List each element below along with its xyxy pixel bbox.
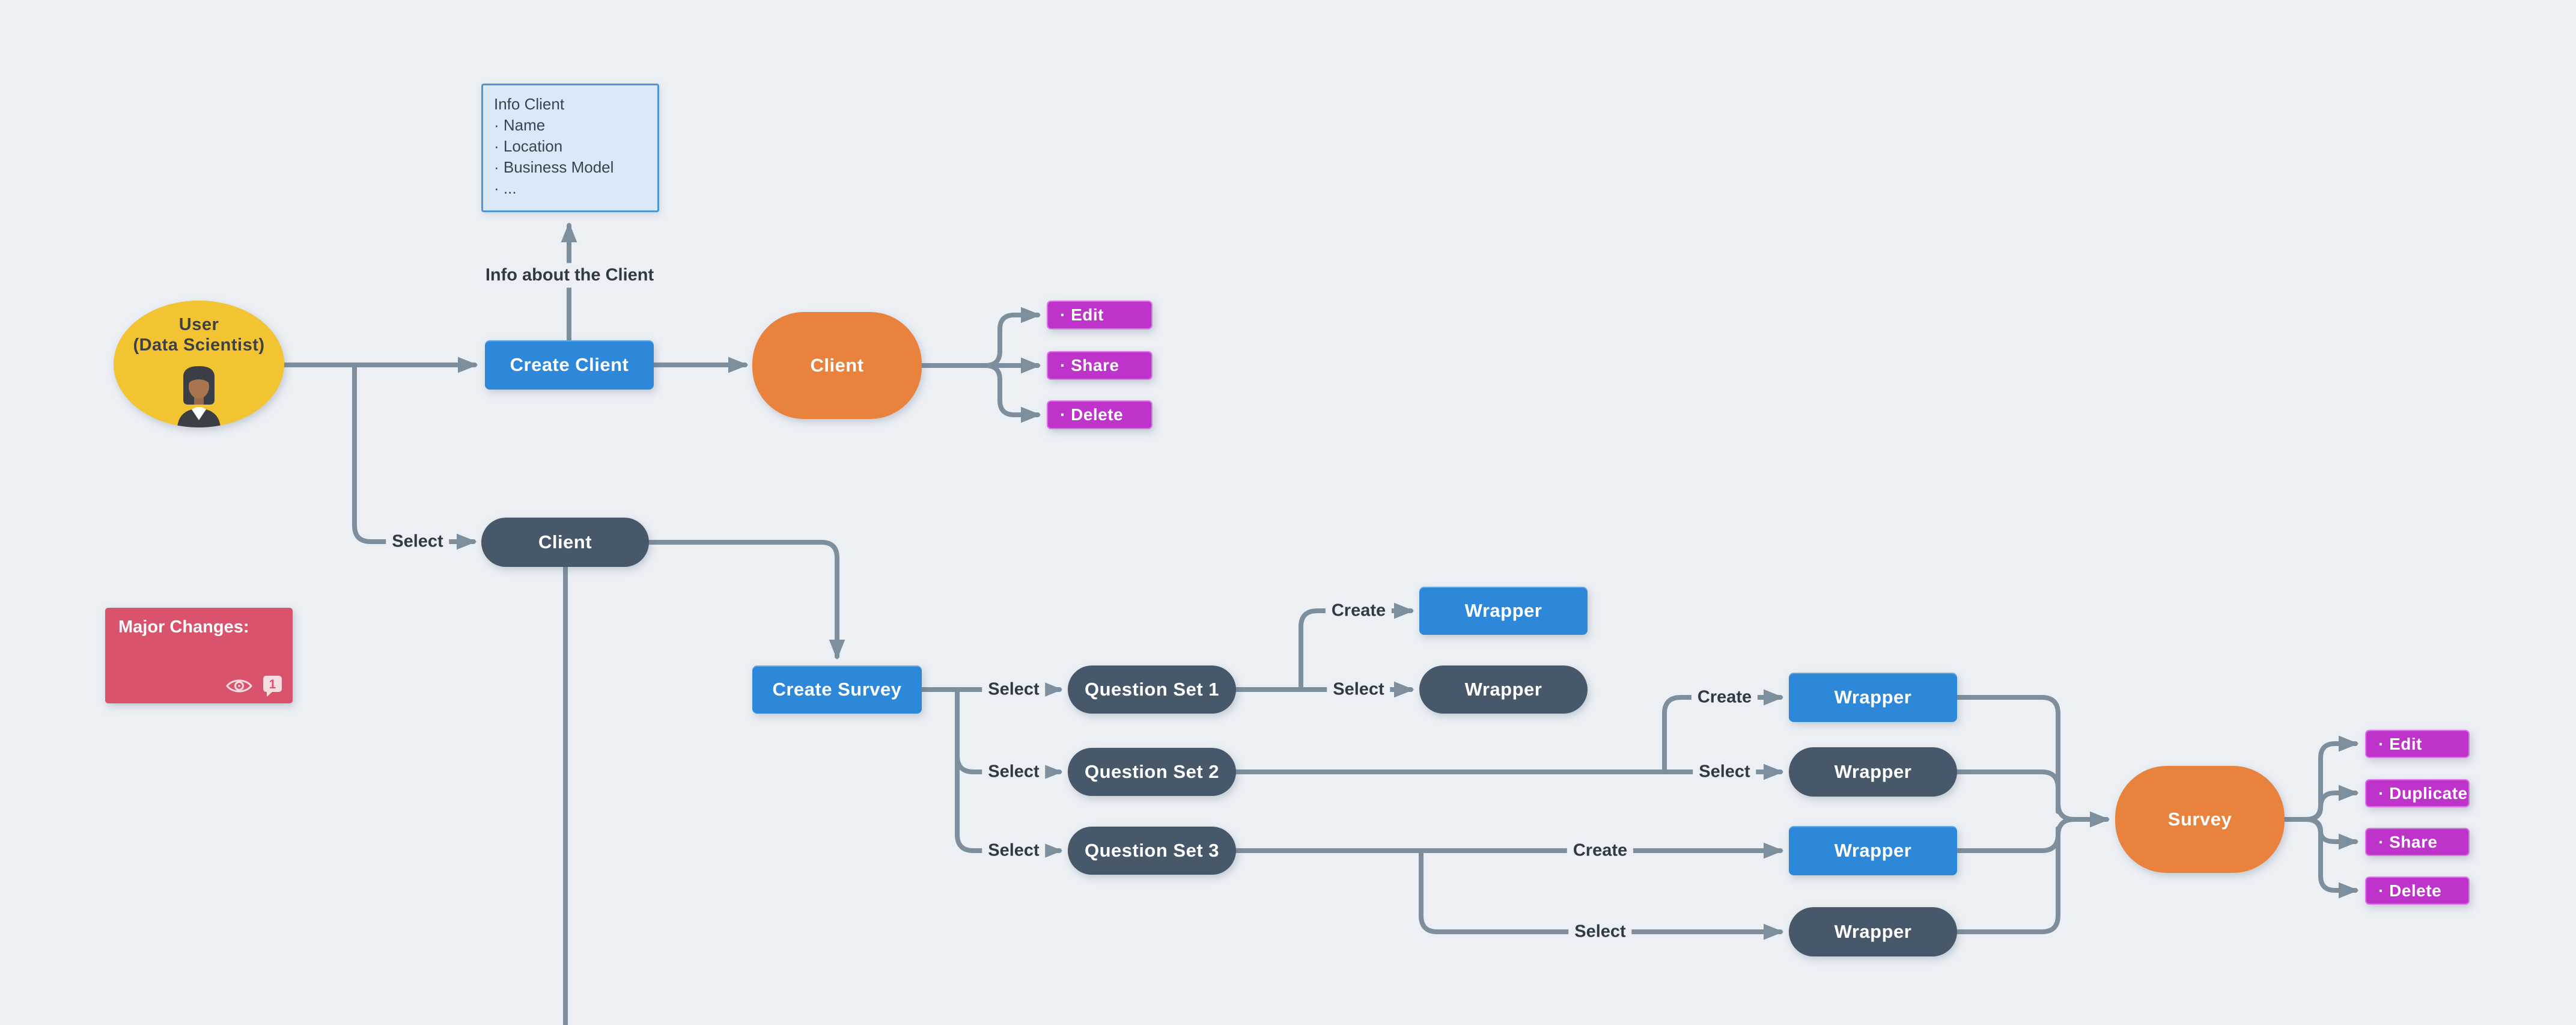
- wrapper-create-mid-node[interactable]: Wrapper: [1419, 587, 1588, 635]
- question-set-3-label: Question Set 3: [1084, 840, 1220, 861]
- connector-wrapper1-to-survey: [1955, 695, 2110, 828]
- survey-label: Survey: [2167, 809, 2232, 830]
- wrapper-select-row2-node[interactable]: Wrapper: [1789, 747, 1957, 797]
- client-pill-label: Client: [538, 531, 592, 552]
- client-edit-label: · Edit: [1060, 305, 1104, 324]
- wrapper-label: Wrapper: [1464, 600, 1542, 621]
- note-item: · ...: [494, 179, 517, 197]
- note-item: · Business Model: [494, 158, 614, 176]
- survey-duplicate-button[interactable]: · Duplicate: [2365, 779, 2470, 807]
- survey-share-label: · Share: [2378, 832, 2438, 851]
- create-survey-node[interactable]: Create Survey: [752, 665, 922, 714]
- client-share-button[interactable]: · Share: [1047, 351, 1153, 380]
- survey-delete-label: · Delete: [2378, 881, 2442, 900]
- connector-qs3-to-wrapper-select: [1419, 848, 1784, 940]
- edge-label-select-row2: Select: [1693, 759, 1756, 785]
- info-client-note[interactable]: Info Client · Name · Location · Business…: [481, 84, 659, 212]
- note-title: Info Client: [494, 95, 565, 113]
- connector-wrapper2-merge: [1955, 770, 2060, 814]
- connector-user-to-client-pill: [352, 363, 477, 550]
- note-item: · Name: [494, 116, 546, 134]
- question-set-1-node[interactable]: Question Set 1: [1068, 665, 1236, 714]
- question-set-1-label: Question Set 1: [1084, 679, 1220, 700]
- client-ellipse-node[interactable]: Client: [752, 312, 922, 419]
- connector-survey-to-delete: [2304, 817, 2359, 899]
- user-label-line1: User: [178, 315, 219, 334]
- survey-delete-button[interactable]: · Delete: [2365, 877, 2470, 905]
- question-set-2-node[interactable]: Question Set 2: [1068, 748, 1236, 796]
- edge-label-select-qs1: Select: [982, 677, 1046, 702]
- connector-create-survey-to-qs3: [955, 687, 1063, 859]
- user-node[interactable]: User (Data Scientist): [114, 301, 284, 427]
- connector-qs1-to-wrapper-create: [1299, 602, 1414, 692]
- edge-label-info-about-client: Info about the Client: [479, 263, 660, 288]
- wrapper-create-row3-node[interactable]: Wrapper: [1789, 826, 1957, 875]
- edge-label-select-mid: Select: [1327, 677, 1390, 702]
- client-delete-label: · Delete: [1060, 405, 1124, 424]
- connector-wrapper3-merge: [1955, 826, 2060, 853]
- client-share-label: · Share: [1060, 356, 1119, 375]
- survey-edit-button[interactable]: · Edit: [2365, 730, 2470, 758]
- comment-count-value: 1: [269, 678, 276, 691]
- create-survey-label: Create Survey: [772, 679, 902, 700]
- create-client-node[interactable]: Create Client: [485, 340, 654, 390]
- wrapper-select-mid-node[interactable]: Wrapper: [1419, 665, 1588, 714]
- wrapper-label: Wrapper: [1834, 687, 1912, 708]
- client-edit-button[interactable]: · Edit: [1047, 301, 1153, 329]
- wrapper-create-row1-node[interactable]: Wrapper: [1789, 673, 1957, 722]
- edge-label-create-row1: Create: [1691, 685, 1758, 710]
- survey-share-button[interactable]: · Share: [2365, 828, 2470, 856]
- edge-label-select-row4: Select: [1568, 919, 1632, 944]
- edge-label-create-row3: Create: [1567, 838, 1634, 863]
- survey-node[interactable]: Survey: [2115, 766, 2285, 873]
- wrapper-select-row4-node[interactable]: Wrapper: [1789, 907, 1957, 956]
- edge-label-select-qs3: Select: [982, 838, 1046, 863]
- survey-duplicate-label: · Duplicate: [2378, 783, 2468, 803]
- client-pill-node[interactable]: Client: [481, 518, 649, 567]
- note-item: · Location: [494, 137, 563, 155]
- client-ellipse-label: Client: [810, 355, 864, 376]
- client-delete-button[interactable]: · Delete: [1047, 400, 1153, 429]
- connector-client-to-delete: [983, 363, 1041, 423]
- connector-qs2-to-wrapper-create: [1662, 689, 1784, 774]
- eye-icon: [226, 679, 252, 693]
- connector-client-to-edit: [983, 307, 1041, 368]
- person-avatar-icon: [177, 366, 221, 427]
- edge-label-select-client: Select: [386, 529, 449, 554]
- edge-label-select-qs2: Select: [982, 759, 1046, 785]
- connector-survey-to-edit: [2304, 735, 2359, 822]
- survey-edit-label: · Edit: [2378, 734, 2422, 753]
- connector-client-pill-to-create-survey: [647, 540, 845, 660]
- wrapper-label: Wrapper: [1834, 921, 1912, 942]
- user-label-line2: (Data Scientist): [133, 335, 265, 355]
- wrapper-label: Wrapper: [1464, 679, 1542, 700]
- question-set-2-label: Question Set 2: [1084, 761, 1220, 782]
- wrapper-label: Wrapper: [1834, 840, 1912, 861]
- comment-count-icon: 1: [263, 676, 282, 697]
- major-changes-card[interactable]: Major Changes: 1: [105, 608, 293, 703]
- wrapper-label: Wrapper: [1834, 761, 1912, 782]
- major-changes-title: Major Changes:: [118, 617, 249, 637]
- question-set-3-node[interactable]: Question Set 3: [1068, 827, 1236, 875]
- create-client-label: Create Client: [510, 354, 629, 375]
- connector-wrapper4-to-survey: [1955, 817, 2077, 934]
- edge-label-create-mid: Create: [1325, 598, 1392, 623]
